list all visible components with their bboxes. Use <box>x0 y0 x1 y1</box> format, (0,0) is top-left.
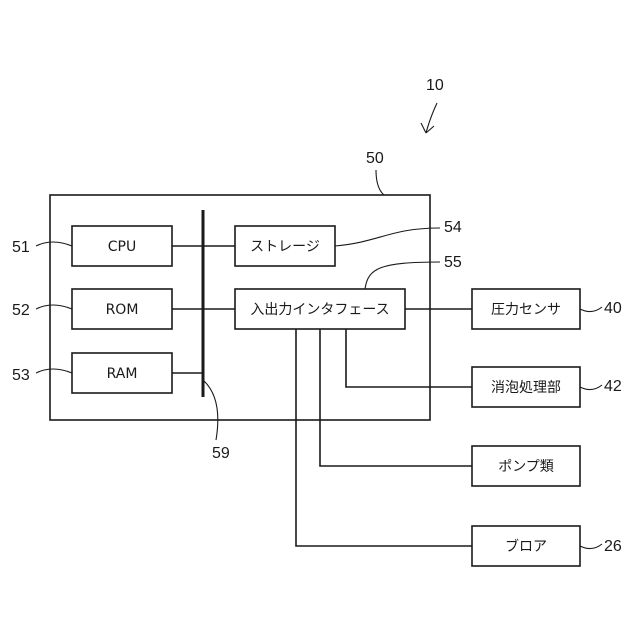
rom-label: ROM <box>106 302 139 318</box>
ram-label: RAM <box>107 366 138 382</box>
cpu-ref-label: 51 <box>12 239 30 256</box>
defoaming-unit-ref-label: 42 <box>604 378 622 395</box>
controller-ref-label: 50 <box>366 150 384 167</box>
defoaming-unit-label: 消泡処理部 <box>491 380 561 396</box>
pumps-label: ポンプ類 <box>498 459 554 475</box>
ram-ref-label: 53 <box>12 367 30 384</box>
blower-ref-leader <box>580 544 602 549</box>
pressure-sensor-ref-label: 40 <box>604 300 622 317</box>
blower-label: ブロア <box>505 538 547 555</box>
blower-ref-label: 26 <box>604 538 622 555</box>
pressure-sensor-label: 圧力センサ <box>491 302 561 318</box>
io-interface-ref-label: 55 <box>444 254 462 271</box>
defoaming-unit-ref-leader <box>580 385 602 390</box>
pressure-sensor-ref-leader <box>580 307 602 312</box>
cpu-label: CPU <box>108 239 136 255</box>
rom-ref-label: 52 <box>12 302 30 319</box>
io-interface-label: 入出力インタフェース <box>250 302 389 318</box>
bus-ref-label: 59 <box>212 445 230 462</box>
storage-ref-label: 54 <box>444 219 462 236</box>
storage-label: ストレージ <box>250 239 320 255</box>
system-ref-label: 10 <box>426 77 444 94</box>
controller-ref-leader <box>376 170 384 195</box>
